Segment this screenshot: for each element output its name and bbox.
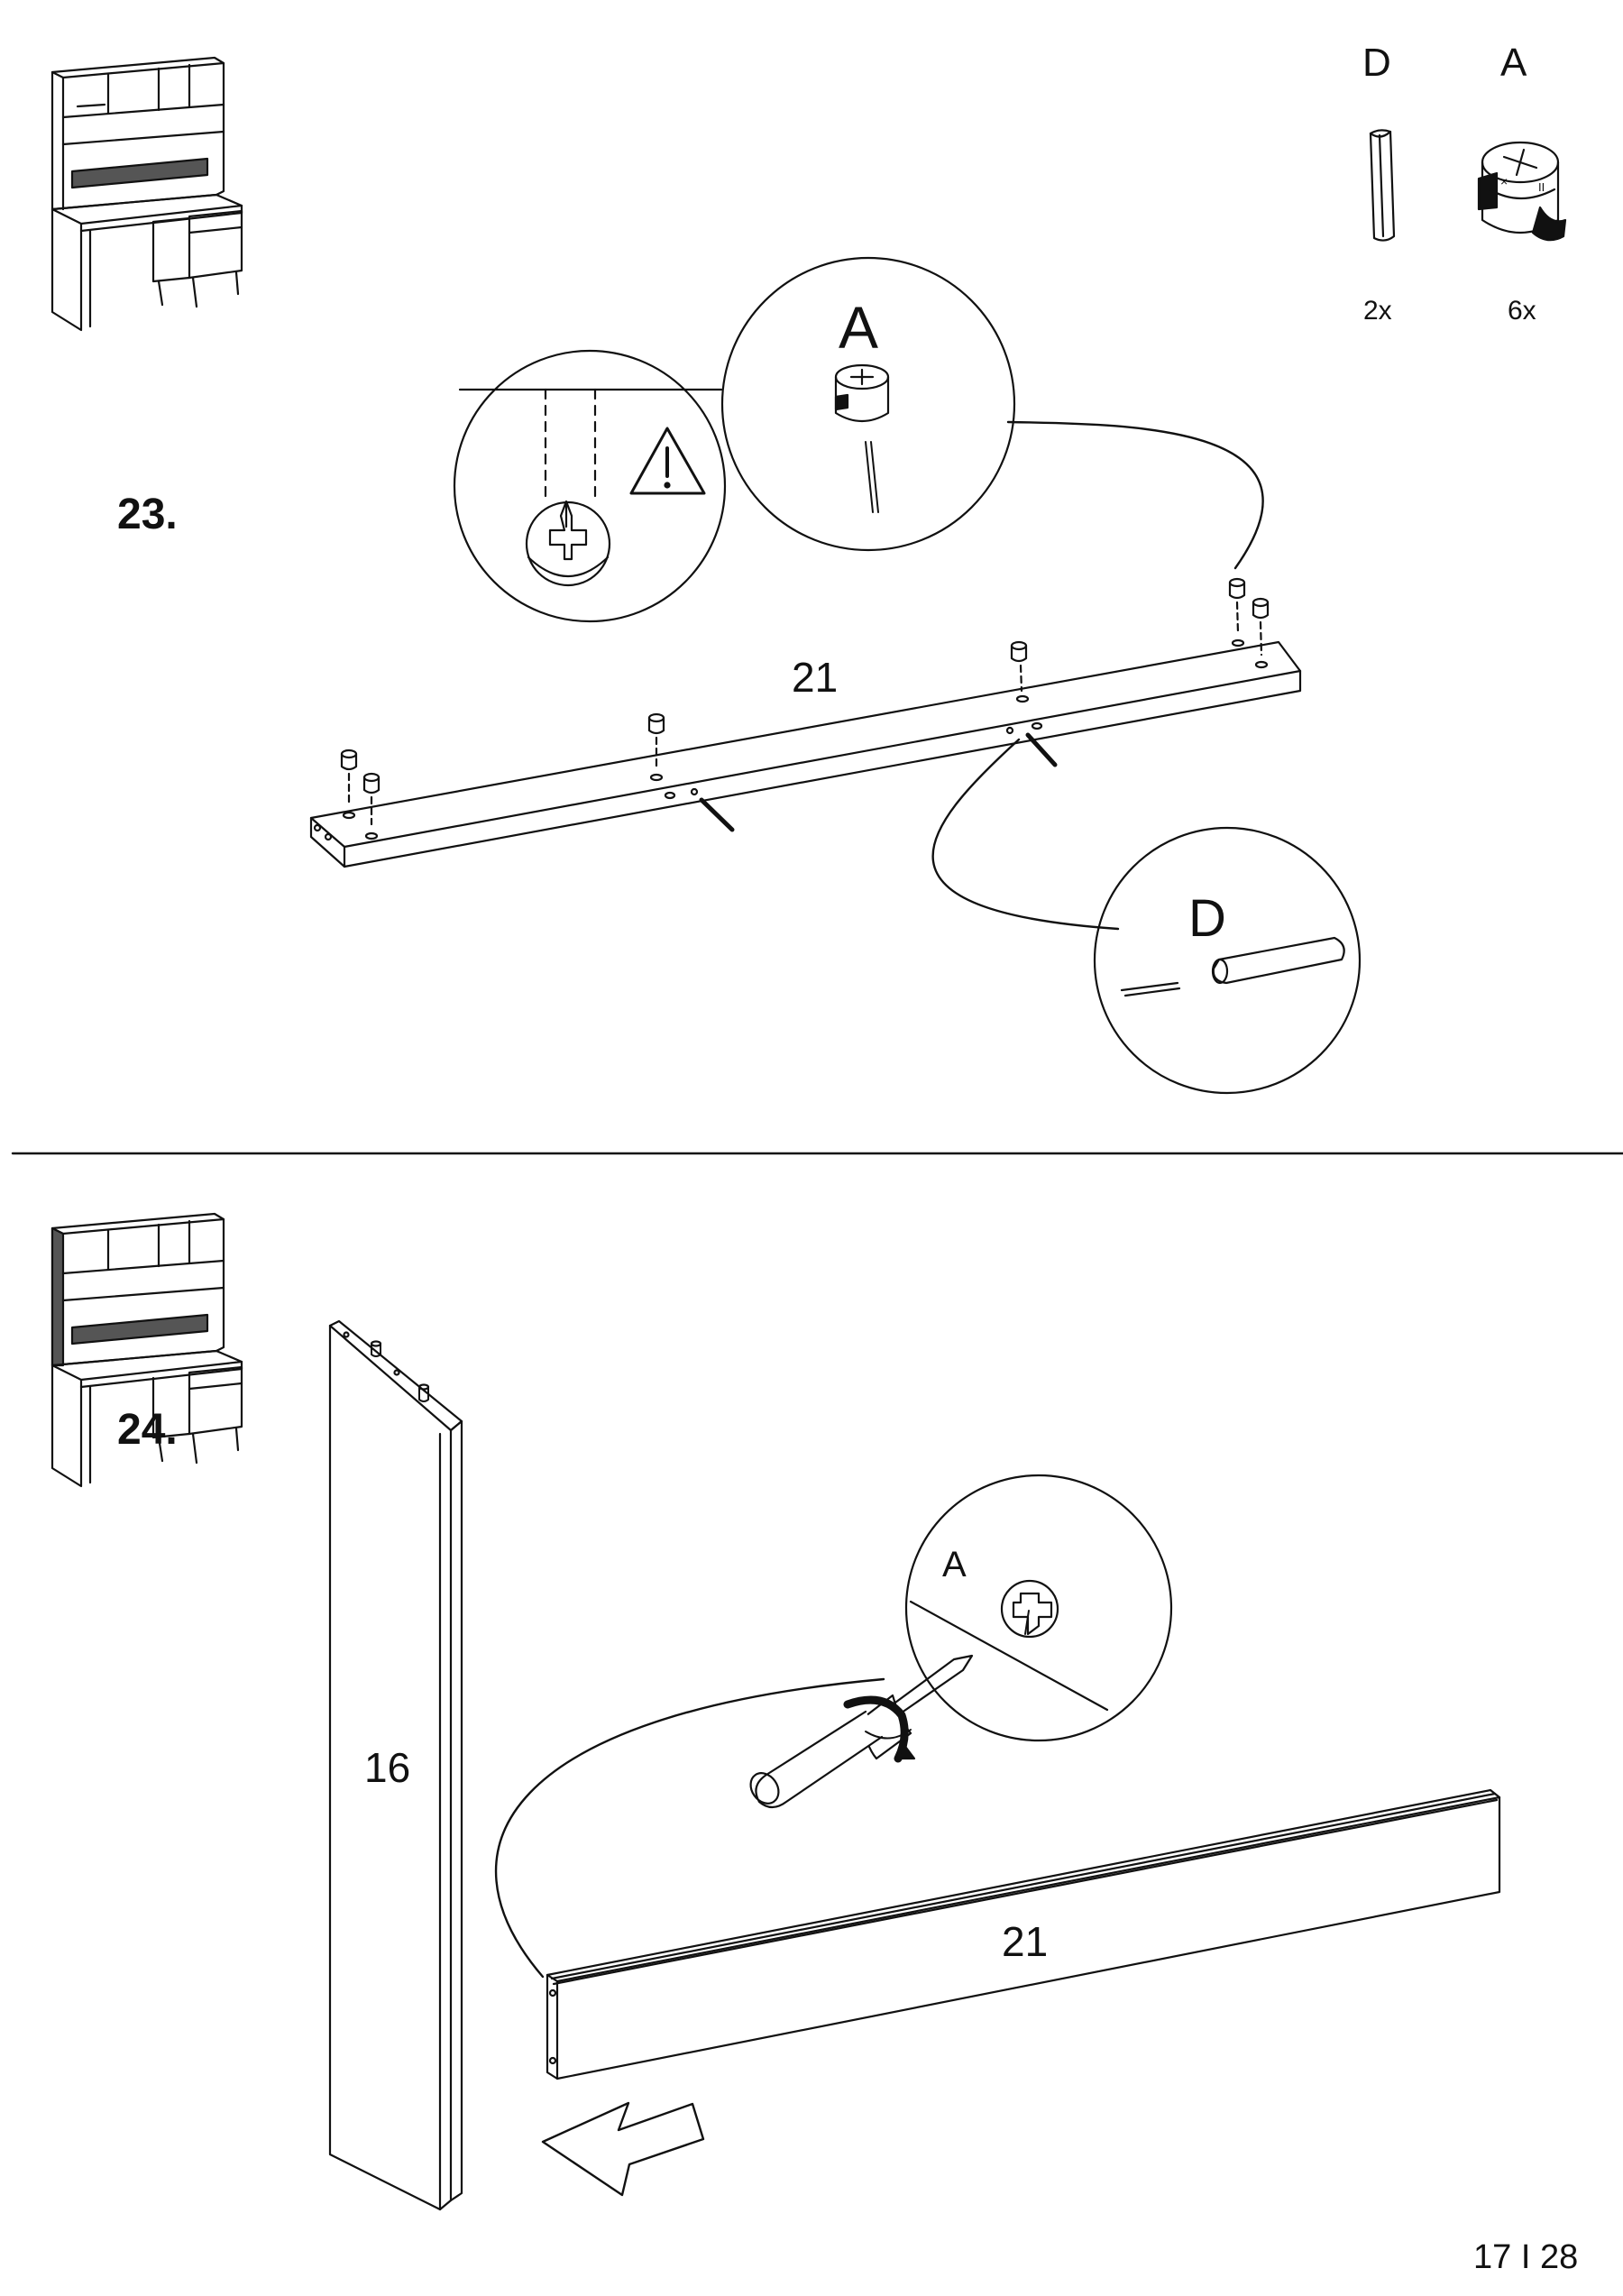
cam-lock-icon	[362, 772, 381, 826]
step-24-board-21	[546, 1788, 1501, 2080]
cam-top-view-icon	[1000, 1579, 1059, 1639]
desk-thumbnail-step-24	[50, 1212, 243, 1488]
desk-thumbnail-step-23	[50, 56, 243, 332]
step-23-dowel-callout	[931, 738, 1362, 1095]
step-23-panel-label: 21	[792, 654, 839, 701]
cam-lock-icon	[1010, 640, 1028, 693]
cam-lock-icon	[1252, 597, 1270, 657]
dowel-icon	[1369, 129, 1396, 242]
part-d-quantity: 2x	[1363, 296, 1392, 326]
step-23-number: 23.	[117, 491, 178, 538]
step-24-cam-callout	[904, 1474, 1173, 1742]
step-24-number: 24.	[117, 1406, 178, 1454]
step-23-cam-callout	[720, 256, 1264, 570]
svg-text:II: II	[1538, 180, 1545, 194]
step-23-cam-callout-letter: A	[839, 294, 879, 361]
warning-icon	[629, 427, 706, 495]
step-24-vertical-panel-label: 16	[364, 1744, 411, 1791]
cam-lock-icon	[340, 748, 358, 804]
step-23-board-21	[309, 638, 1302, 868]
step-24-leader-line	[494, 1677, 885, 1979]
step-24-cam-callout-letter: A	[942, 1545, 967, 1584]
part-a-letter: A	[1500, 41, 1527, 85]
cam-lock-icon: × II	[1477, 141, 1567, 242]
step-24-panel-16	[328, 1319, 463, 2211]
page-number: 17 I 28	[1473, 2238, 1579, 2276]
cam-lock-icon	[1228, 577, 1246, 635]
cam-top-view-icon	[525, 500, 611, 587]
part-d-letter: D	[1362, 41, 1391, 85]
step-23-dowel-callout-letter: D	[1188, 889, 1226, 948]
svg-text:×: ×	[1500, 174, 1508, 188]
part-a-quantity: 6x	[1508, 296, 1536, 326]
step-24-horizontal-panel-label: 21	[1002, 1918, 1049, 1965]
step-23-cam-locks	[340, 577, 1270, 826]
screwdriver-icon	[749, 1654, 974, 1809]
direction-arrow-icon	[541, 2101, 705, 2197]
step-23-warning-callout	[453, 349, 727, 623]
cam-lock-icon	[647, 712, 665, 768]
